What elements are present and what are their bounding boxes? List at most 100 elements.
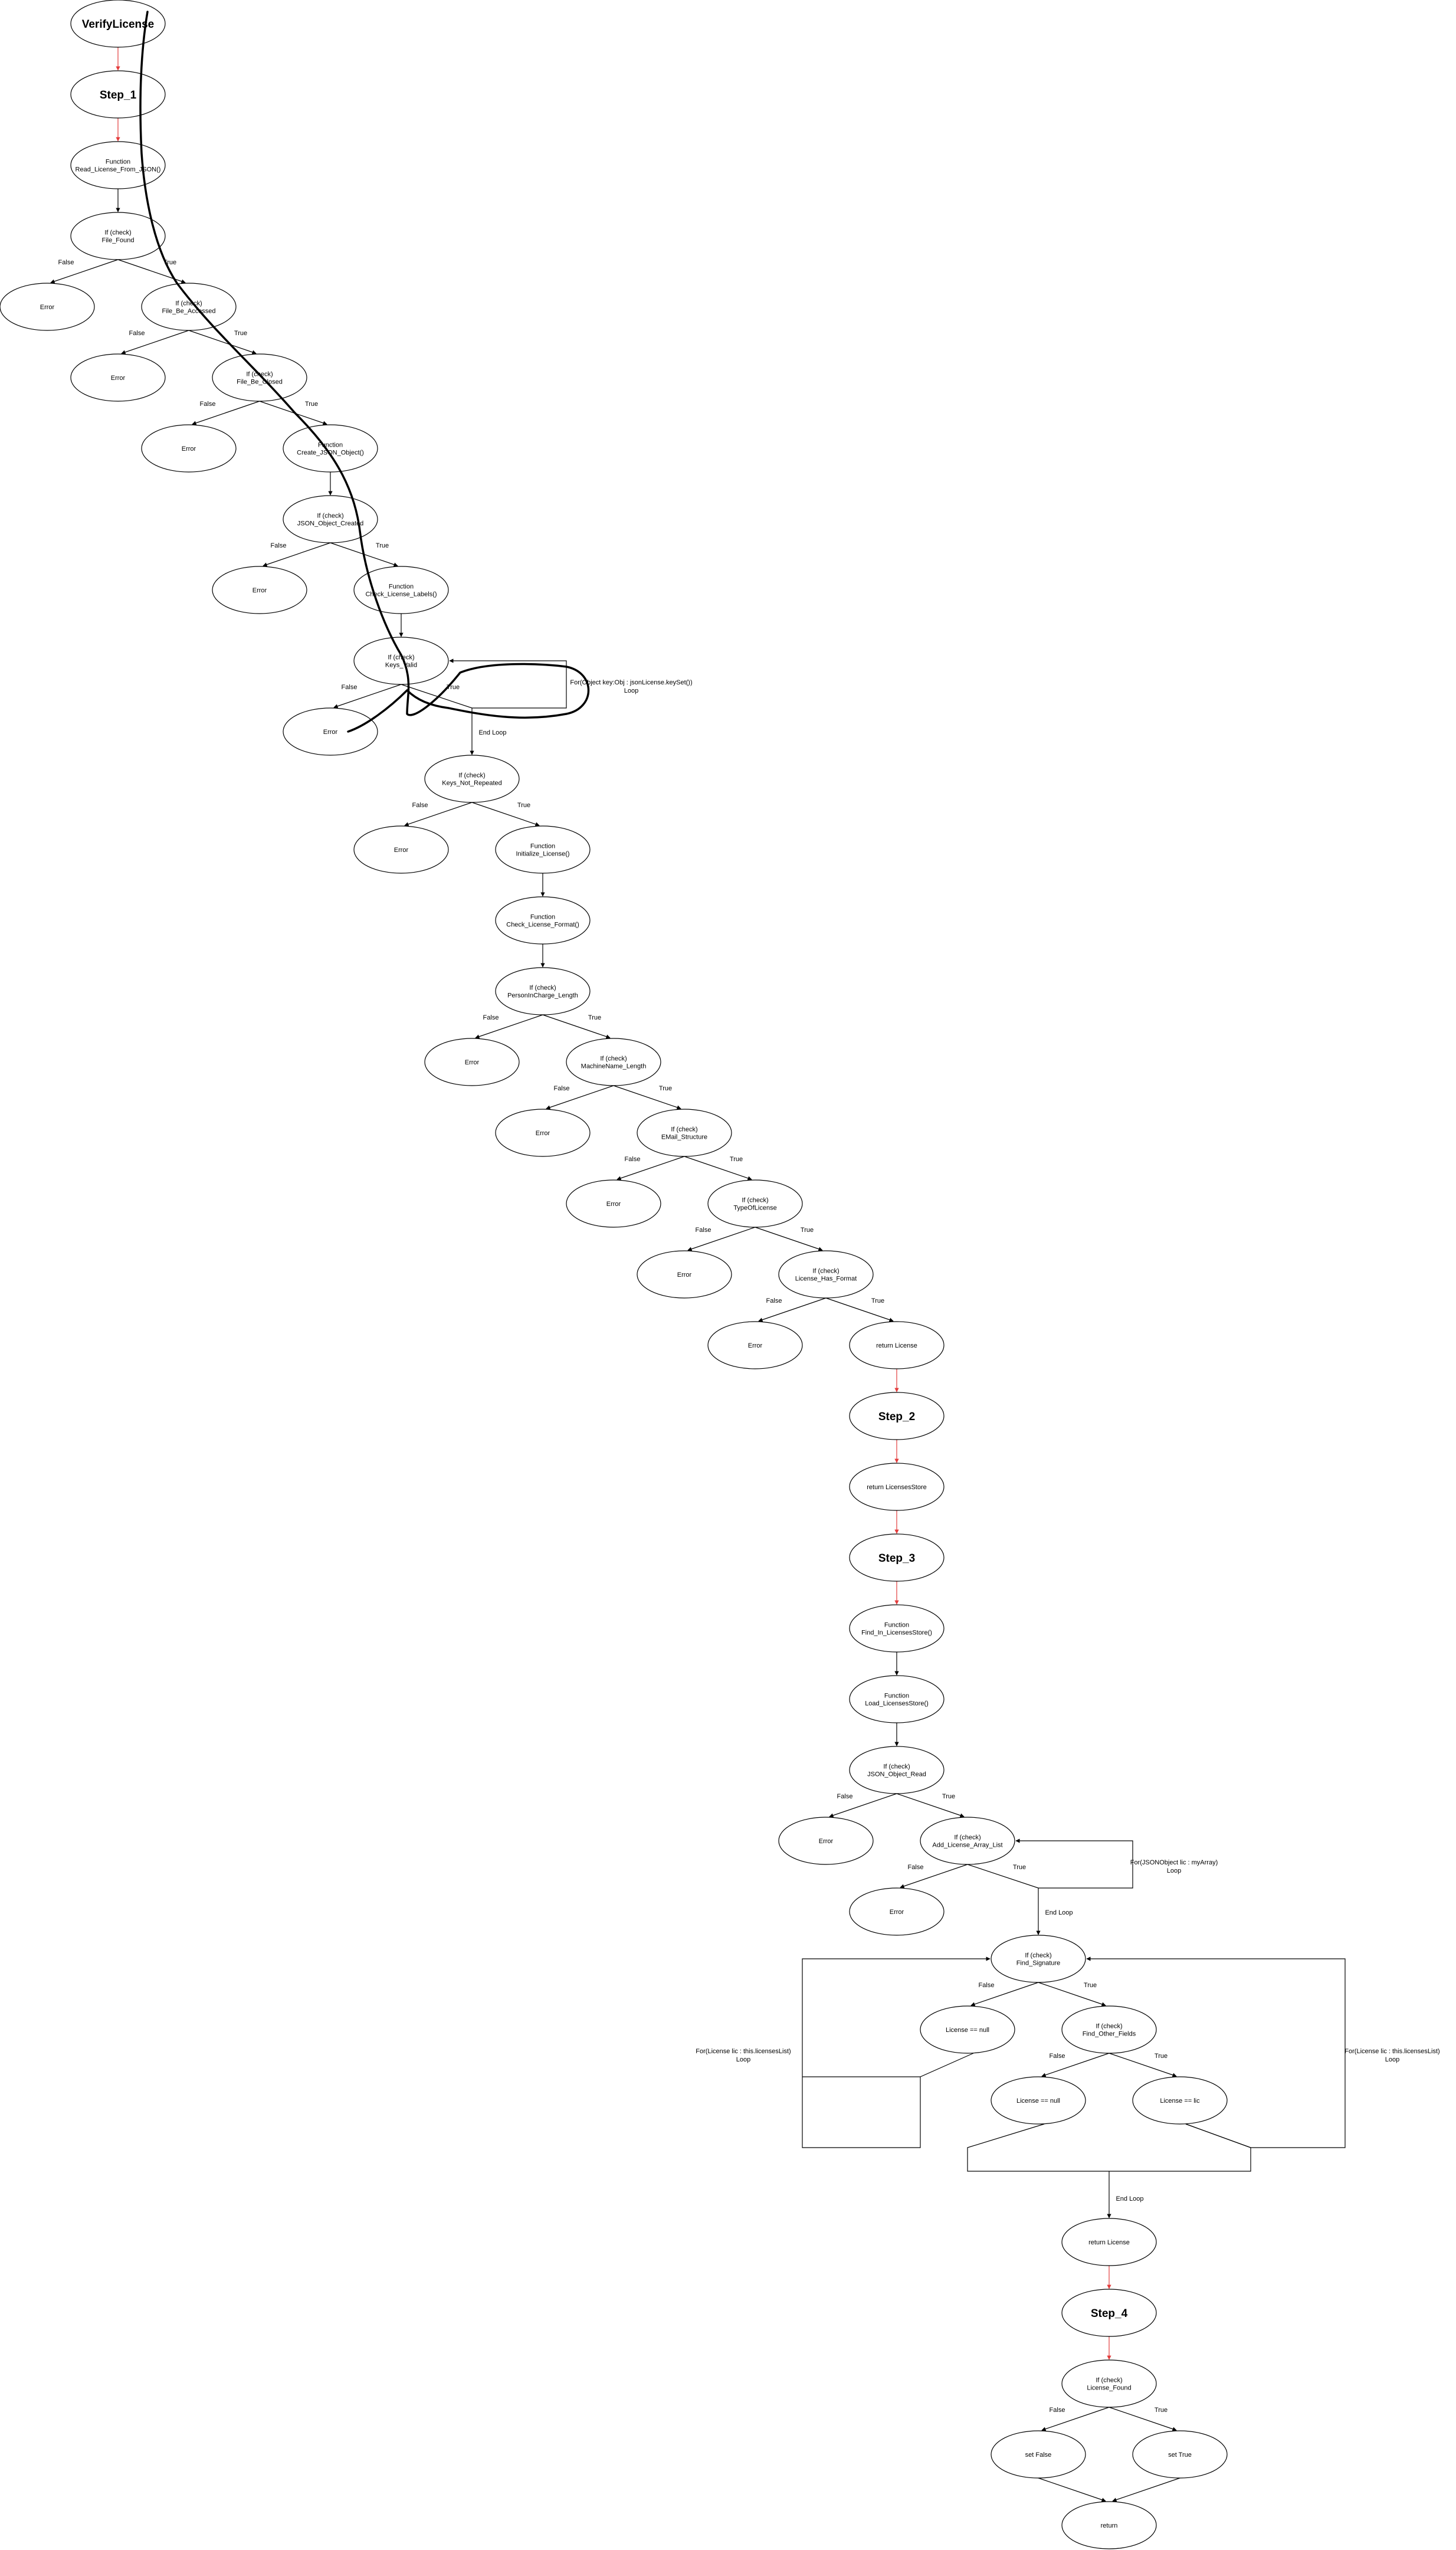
node-err-type[interactable]: Error	[637, 1250, 732, 1299]
node-ellipse	[849, 1392, 945, 1440]
node-return-licenses-store[interactable]: return LicensesStore	[849, 1463, 945, 1511]
node-persona-charge-length[interactable]: If (check)PersonInCharge_Length	[495, 967, 591, 1015]
node-ellipse	[991, 2430, 1086, 2479]
node-file-can-be-accessed[interactable]: If (check)File_Be_Accessed	[141, 283, 237, 331]
node-label: If (check)	[529, 985, 556, 992]
edge-label-true: True	[376, 542, 389, 549]
edge-label-end-loop: End Loop	[478, 729, 506, 736]
node-type-of-license[interactable]: If (check)TypeOfLicense	[707, 1179, 803, 1228]
left-license-loop-label: For(License lic : this.licensesList)	[696, 2048, 791, 2055]
node-err-json-read[interactable]: Error	[778, 1817, 874, 1865]
node-license-has-format[interactable]: If (check)License_Has_Format	[778, 1250, 874, 1299]
node-license-null-1[interactable]: License == null	[920, 2005, 1015, 2054]
node-err-json-created[interactable]: Error	[212, 566, 307, 614]
node-file-found[interactable]: If (check)File_Found	[70, 212, 166, 260]
node-ellipse	[1132, 2430, 1228, 2479]
edge-type_of_license-true	[755, 1227, 823, 1251]
node-err-persona[interactable]: Error	[424, 1038, 520, 1086]
node-ellipse	[637, 1109, 732, 1157]
node-step-2[interactable]: Step_2	[849, 1392, 945, 1440]
node-label: Check_License_Format()	[506, 922, 579, 929]
node-keys-not-repeated[interactable]: If (check)Keys_Not_Repeated	[424, 755, 520, 803]
node-license-found[interactable]: If (check)License_Found	[1061, 2359, 1157, 2408]
edge-add-license-false	[900, 1864, 968, 1889]
edge-file_can_be_closed-false	[192, 401, 260, 425]
node-label: Error	[606, 1201, 621, 1208]
node-verify-license[interactable]: VerifyLicense	[70, 0, 166, 48]
node-label: Read_License_From_JSON()	[76, 166, 161, 173]
node-err-closed[interactable]: Error	[141, 424, 237, 473]
node-err-format[interactable]: Error	[707, 1321, 803, 1369]
node-find-signature[interactable]: If (check)Find_Signature	[991, 1935, 1086, 1983]
node-json-object-read[interactable]: If (check)JSON_Object_Read	[849, 1746, 945, 1794]
node-label: If (check)	[1096, 2023, 1122, 2030]
right-license-loop-path	[1086, 1956, 1346, 2148]
node-ellipse	[70, 212, 166, 260]
edge-label-false: False	[625, 1156, 641, 1163]
node-ellipse	[637, 1250, 732, 1299]
node-find-other-fields[interactable]: If (check)Find_Other_Fields	[1061, 2005, 1157, 2054]
edge-label-false: False	[1050, 2053, 1065, 2060]
edge-label-false: False	[342, 684, 358, 691]
node-machine-name-length[interactable]: If (check)MachineName_Length	[566, 1038, 661, 1086]
node-label: Function	[530, 914, 555, 921]
node-ellipse	[353, 825, 449, 874]
node-err-file-found[interactable]: Error	[0, 283, 95, 331]
node-file-can-be-closed[interactable]: If (check)File_Be_Closed	[212, 353, 307, 402]
edge-find_signature-false	[970, 1982, 1039, 2007]
edge-label-true: True	[942, 1793, 955, 1800]
node-label: Add_License_Array_List	[932, 1842, 1002, 1849]
edge-machine_name_length-true	[613, 1085, 681, 1110]
edge-label-false: False	[1050, 2407, 1065, 2414]
edge-find_signature-true	[1038, 1982, 1106, 2007]
node-label: Error	[182, 445, 196, 453]
edge-file_can_be_accessed-false	[121, 330, 189, 355]
node-label: Keys_Valid	[385, 662, 417, 669]
node-err-email[interactable]: Error	[566, 1179, 661, 1228]
node-set-false[interactable]: set False	[991, 2430, 1086, 2479]
node-keys-valid[interactable]: If (check)Keys_Valid	[353, 637, 449, 685]
node-label: return LicensesStore	[867, 1484, 927, 1491]
node-label: PersonInCharge_Length	[507, 992, 578, 999]
node-label: Error	[890, 1909, 904, 1916]
node-ellipse	[212, 566, 307, 614]
node-err-accessed[interactable]: Error	[70, 353, 166, 402]
node-label: set False	[1025, 2451, 1052, 2459]
node-set-true[interactable]: set True	[1132, 2430, 1228, 2479]
edge-find_other_fields-true	[1109, 2053, 1177, 2077]
license-array-loop-label: Loop	[1167, 1867, 1181, 1874]
node-step-3[interactable]: Step_3	[849, 1533, 945, 1582]
node-json-object-created[interactable]: If (check)JSON_Object_Created	[283, 495, 378, 543]
node-err-machine[interactable]: Error	[495, 1109, 591, 1157]
node-return-final[interactable]: return	[1061, 2501, 1157, 2549]
license-array-loop-path	[967, 1838, 1133, 1889]
node-return-license-2[interactable]: return License	[1061, 2218, 1157, 2266]
node-err-add-license[interactable]: Error	[849, 1887, 945, 1936]
node-license-null-2[interactable]: License == null	[991, 2076, 1086, 2125]
node-ellipse	[1061, 2005, 1157, 2054]
node-label: Keys_Not_Repeated	[442, 780, 502, 787]
node-license-eq-lic[interactable]: License == lic	[1132, 2076, 1228, 2125]
node-step-1[interactable]: Step_1	[70, 70, 166, 119]
node-err-not-repeated[interactable]: Error	[353, 825, 449, 874]
edge-file_can_be_accessed-true	[188, 330, 257, 355]
node-err-keys-valid[interactable]: Error	[283, 707, 378, 756]
node-step-4[interactable]: Step_4	[1061, 2289, 1157, 2337]
node-ellipse	[849, 1675, 945, 1723]
node-add-license-array-list[interactable]: If (check)Add_License_Array_List	[920, 1817, 1015, 1865]
edge-license_has_format-false	[758, 1297, 827, 1322]
node-label: Check_License_Labels()	[365, 591, 437, 598]
edge-label-true: True	[1013, 1864, 1026, 1871]
edge-set-true-to-return	[1112, 2477, 1180, 2502]
node-label: If (check)	[388, 654, 414, 661]
node-email-structure[interactable]: If (check)EMail_Structure	[637, 1109, 732, 1157]
node-return-license-1[interactable]: return License	[849, 1321, 945, 1369]
node-label: Error	[252, 587, 267, 594]
